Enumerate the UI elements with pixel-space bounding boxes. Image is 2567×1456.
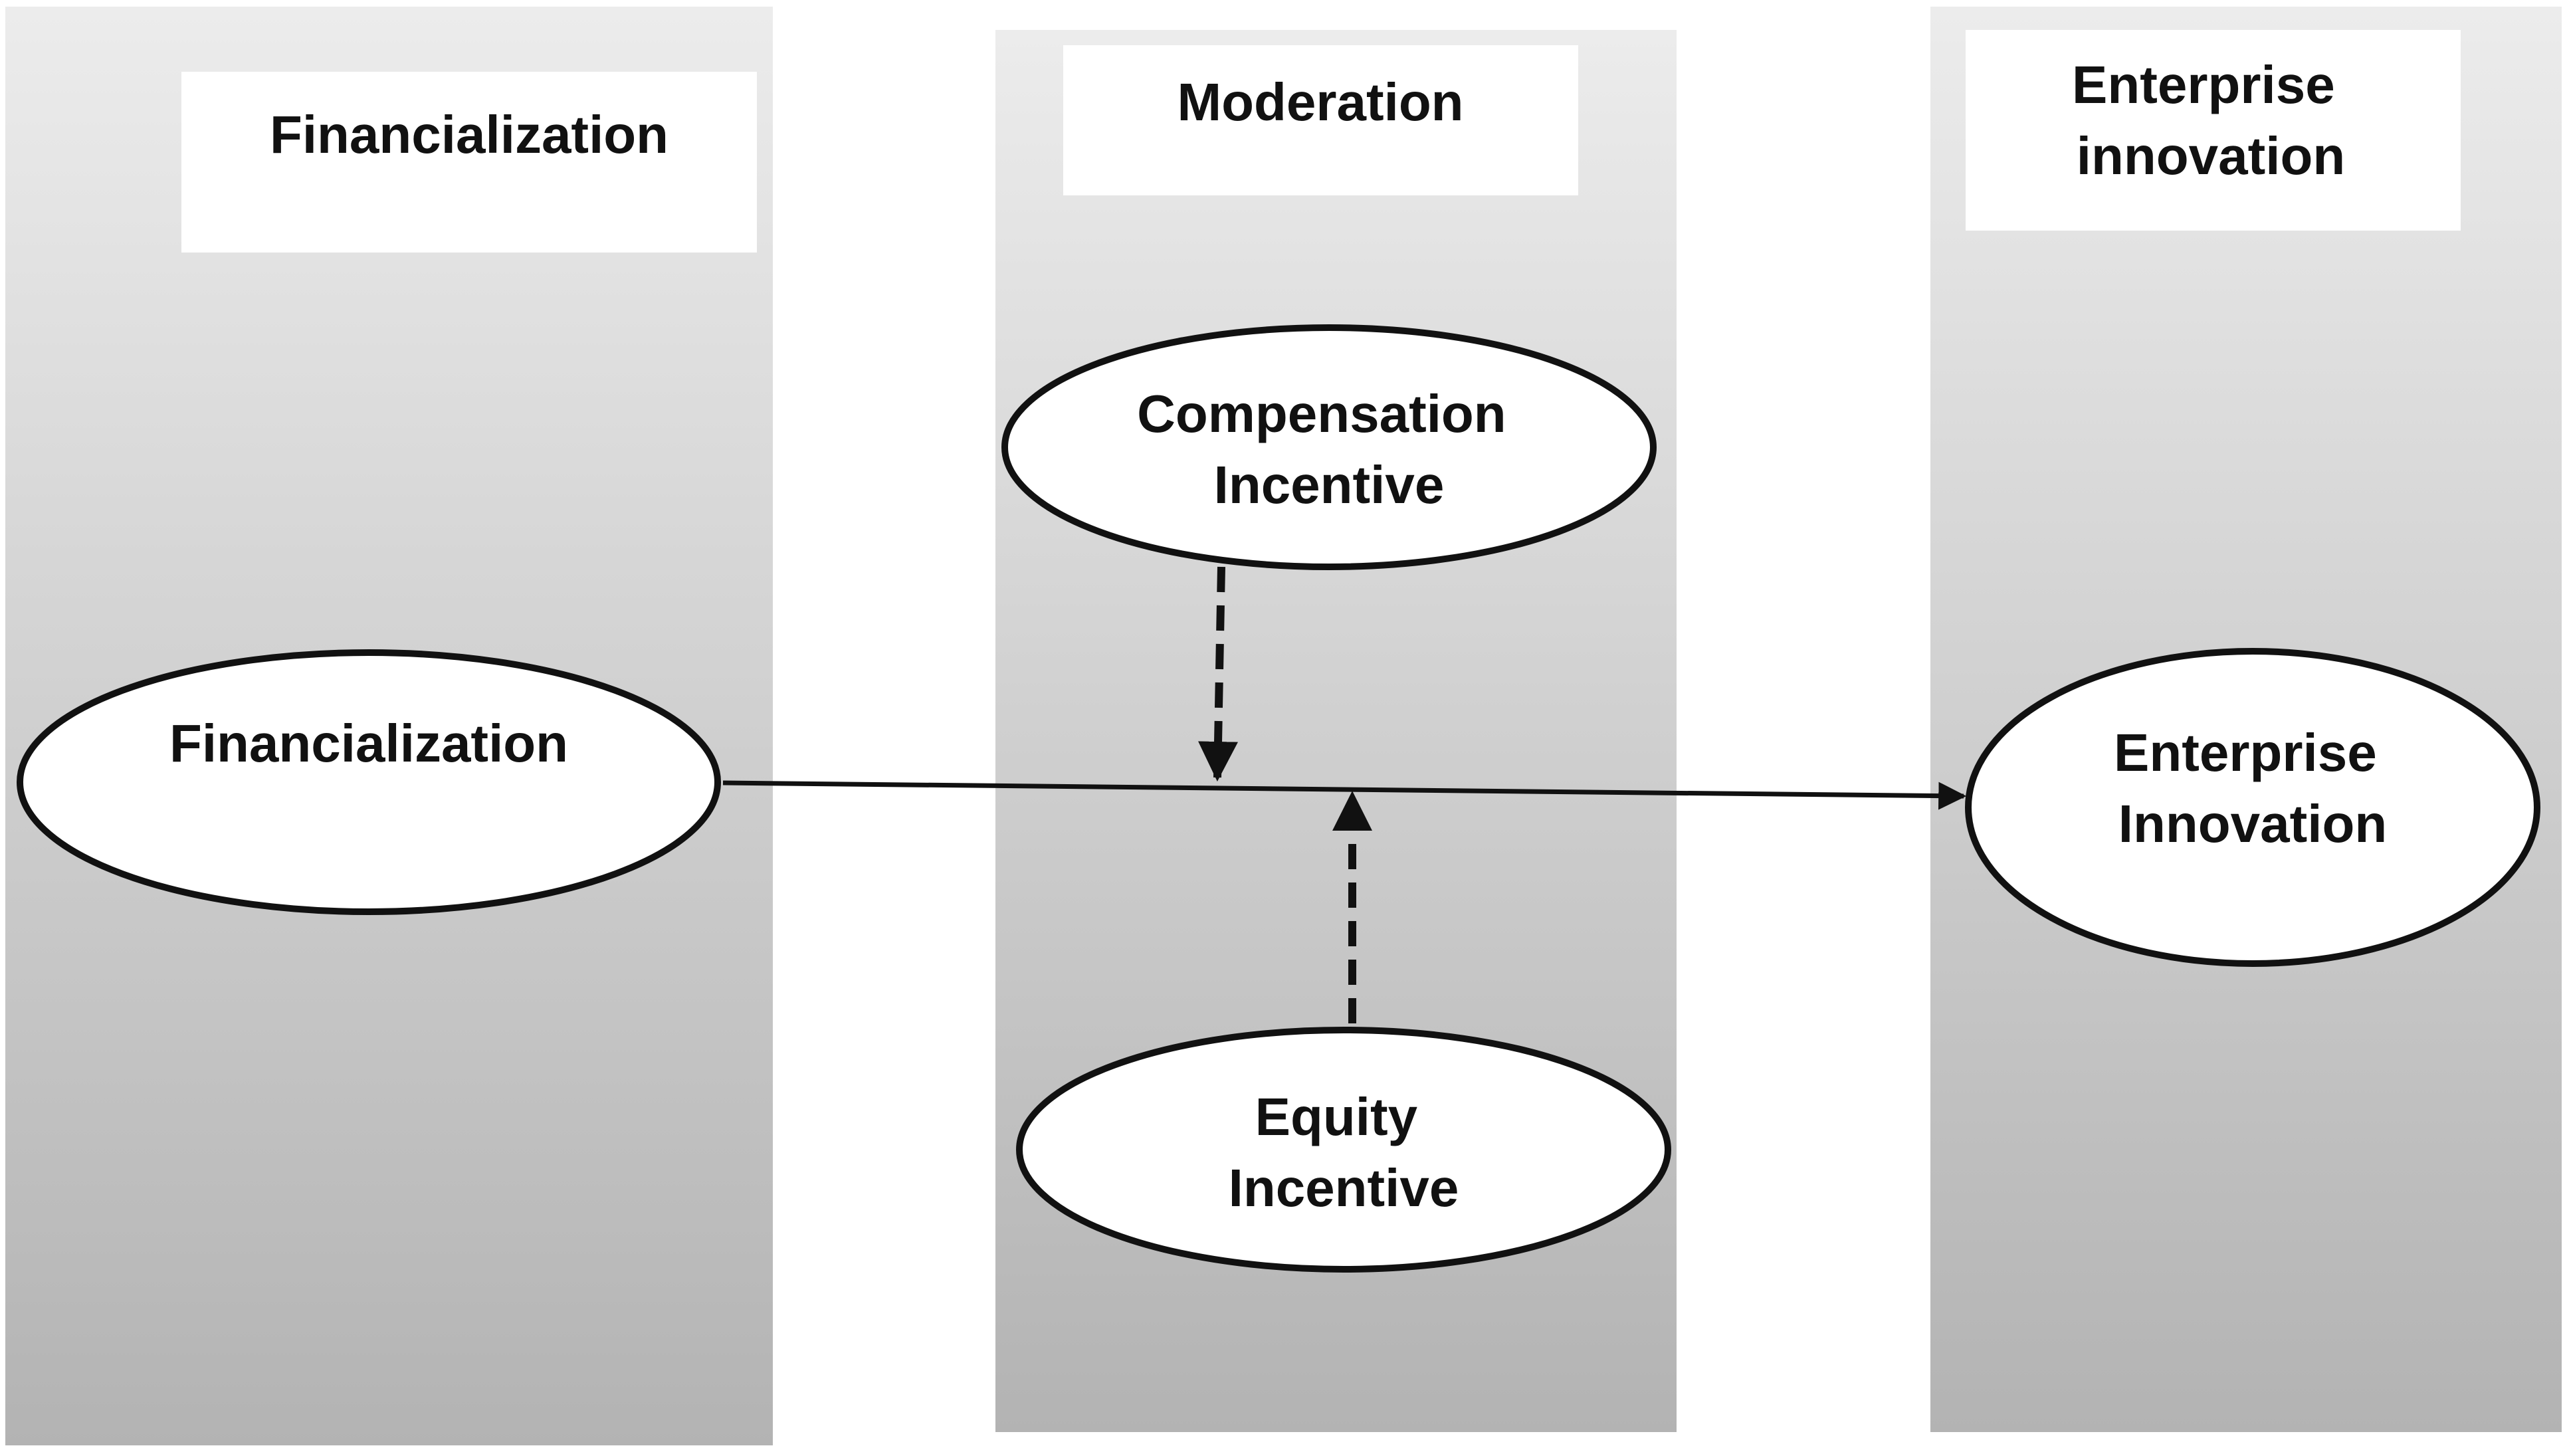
compensation-moderation-arrow xyxy=(1198,566,1239,781)
main-effect-arrow xyxy=(722,780,1967,810)
header-line: Enterprise xyxy=(2072,55,2335,114)
header-line: innovation xyxy=(2077,126,2345,185)
node-label-line: Innovation xyxy=(2118,794,2387,853)
node-equity-incentive xyxy=(1016,1027,1671,1273)
node-enterprise-innovation-label: Enterprise Innovation xyxy=(2114,723,2392,853)
column-header-financialization: Financialization xyxy=(270,105,668,164)
column-header-enterprise-innovation: Enterprise innovation xyxy=(2072,55,2350,185)
node-compensation-incentive-label: Compensation Incentive xyxy=(1137,384,1521,514)
header-line: Moderation xyxy=(1177,72,1463,132)
node-equity-incentive-label: Equity Incentive xyxy=(1229,1087,1459,1217)
node-label-line: Enterprise xyxy=(2114,723,2377,782)
column-header-box-moderation xyxy=(1063,45,1578,195)
header-line: Financialization xyxy=(270,105,668,164)
column-header-moderation: Moderation xyxy=(1177,72,1463,132)
node-label-line: Financialization xyxy=(169,714,568,773)
node-label-line: Incentive xyxy=(1214,455,1445,514)
node-label-line: Incentive xyxy=(1229,1158,1459,1217)
node-financialization xyxy=(17,649,721,915)
node-financialization-label: Financialization xyxy=(169,714,568,773)
node-label-line: Compensation xyxy=(1137,384,1506,443)
node-compensation-incentive xyxy=(1001,324,1657,570)
node-label-line: Equity xyxy=(1255,1087,1418,1146)
column-header-box-enterprise-innovation xyxy=(1966,30,2461,231)
column-header-box-financialization xyxy=(181,72,757,253)
node-enterprise-innovation xyxy=(1965,648,2540,967)
